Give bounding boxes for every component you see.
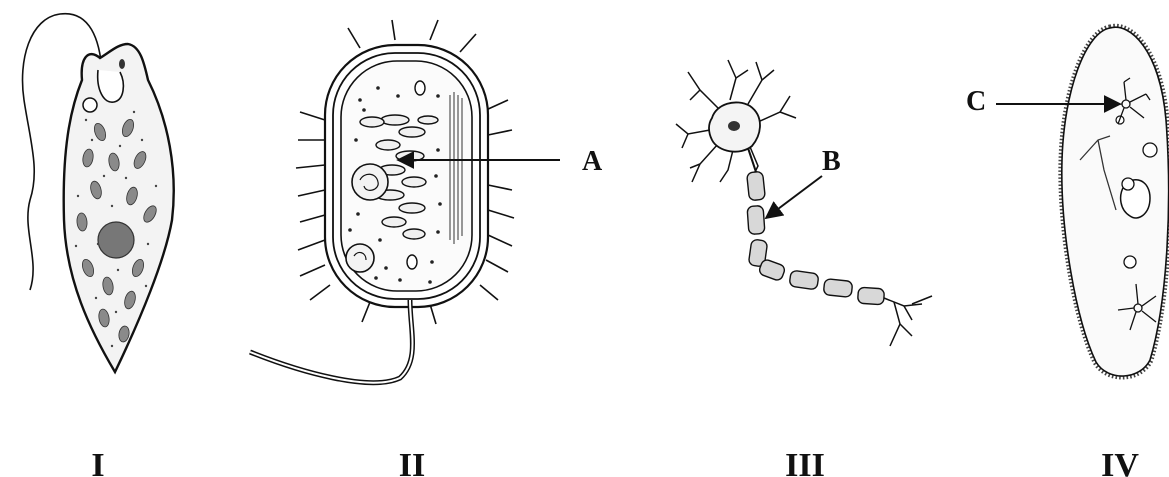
bacterium-cell (250, 20, 560, 383)
paramecium-body (1062, 27, 1169, 376)
neuron-axon-terminals (884, 296, 932, 346)
paramecium-cell (996, 27, 1169, 376)
euglena-vacuole (83, 98, 97, 112)
neuron-cell (676, 60, 932, 346)
bacterium-plasmid (352, 164, 388, 200)
bacterium-flagellum (250, 300, 413, 383)
pointer-label-b: B (822, 146, 841, 177)
euglena-nucleus (98, 222, 134, 258)
neuron-myelin-sheath (747, 171, 885, 305)
pointer-label-a: A (582, 146, 603, 177)
figure-label-i: I (91, 447, 104, 477)
euglena-cell (23, 14, 174, 372)
pointer-label-c: C (966, 86, 986, 117)
figure-label-ii: II (399, 447, 425, 477)
figure-label-iii: III (785, 447, 825, 477)
figure-label-iv: IV (1101, 447, 1139, 477)
pointer-b-arrow (766, 176, 822, 218)
